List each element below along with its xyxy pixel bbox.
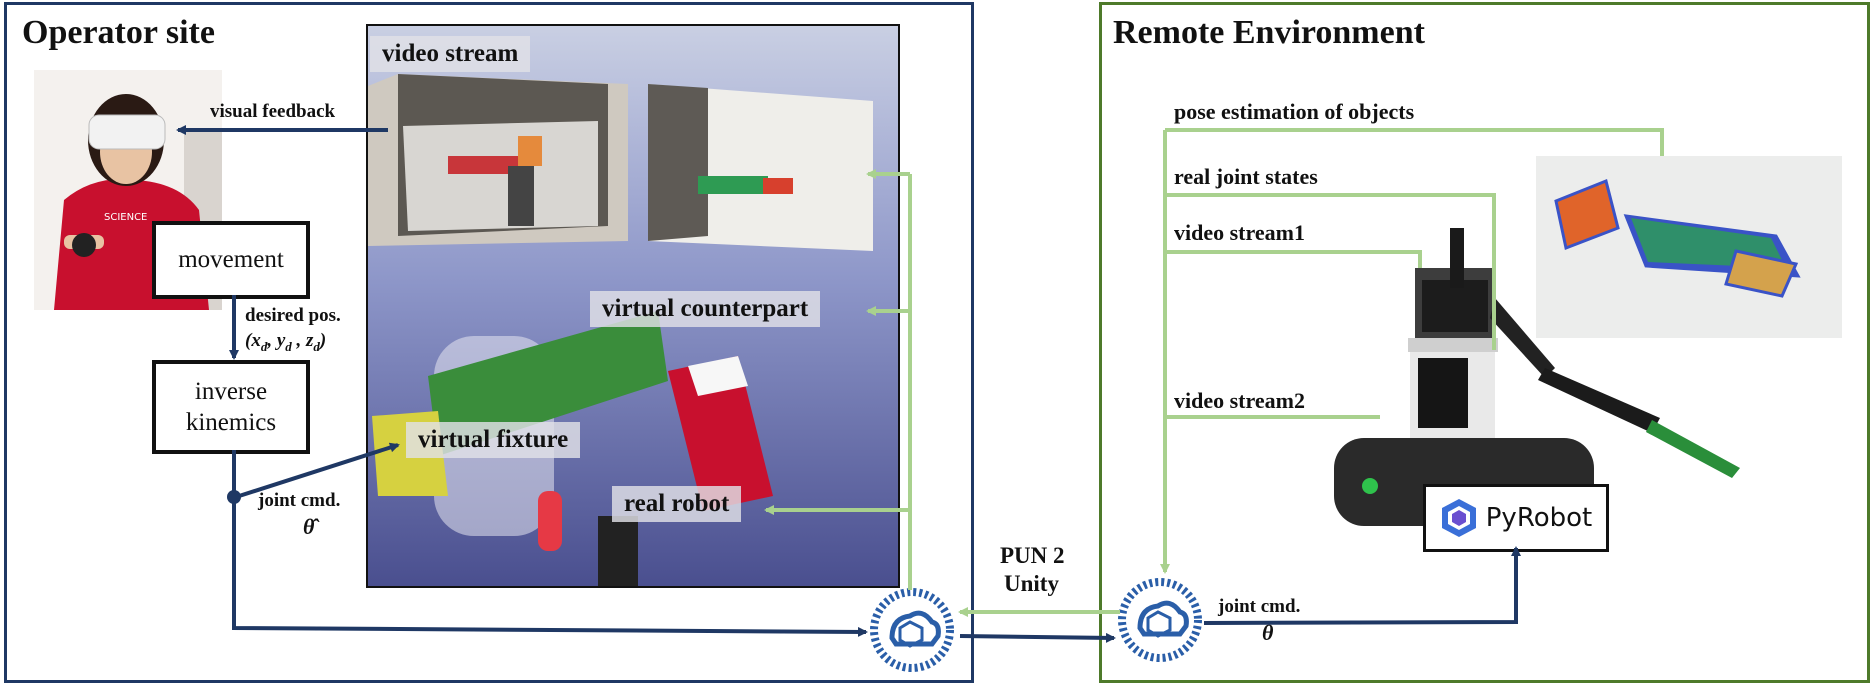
svg-text:SCIENCE: SCIENCE [104, 212, 147, 223]
pun-to-remote-arrow [959, 632, 1116, 643]
real-joint-states-label: real joint states [1174, 164, 1318, 189]
kinemics-label: kinemics [185, 409, 277, 436]
remote-environment-title: Remote Environment [1113, 14, 1425, 51]
pun2-label: PUN 2 [1000, 543, 1065, 568]
inverse-kinematics-box: inverse kinemics [152, 360, 310, 454]
theta-hat-label: θ̂ [303, 514, 315, 539]
pyrobot-label: PyRobot [1485, 503, 1593, 533]
pyrobot-hex-icon [1441, 499, 1476, 537]
pose-estimation-image [1536, 156, 1842, 338]
visual-feedback-label: visual feedback [210, 101, 336, 122]
video-stream2-label: video stream2 [1174, 388, 1305, 413]
inverse-label: inverse [194, 377, 268, 405]
pun-unity-icon-operator [870, 588, 954, 672]
locobot-robot-photo [1330, 228, 1750, 526]
movement-label: movement [178, 246, 284, 274]
virtual-fixture-label: virtual fixture [406, 422, 581, 458]
theta-label: θ [1262, 620, 1274, 645]
virtual-counterpart-label: virtual counterpart [590, 291, 821, 327]
pose-estimation-label: pose estimation of objects [1174, 99, 1415, 124]
joint-cmd-remote-label: joint cmd. [1218, 596, 1301, 617]
joint-cmd-operator-label: joint cmd. [258, 490, 341, 511]
unity-label: Unity [1004, 571, 1059, 596]
pyrobot-logo-box: PyRobot [1423, 484, 1609, 552]
operator-site-panel [4, 2, 974, 683]
real-robot-label: real robot [612, 486, 742, 522]
operator-site-title: Operator site [22, 14, 215, 51]
movement-box: movement [152, 221, 310, 299]
desired-pos-label: desired pos. [245, 305, 341, 326]
virtual-scene-render: video stream virtual counterpart virtual… [366, 24, 900, 588]
remote-environment-panel [1099, 2, 1870, 683]
desired-pos-coords: (xd, yd , zd) [245, 330, 327, 354]
pun-unity-icon-remote [1118, 578, 1202, 662]
video-stream1-label: video stream1 [1174, 220, 1305, 245]
video-stream-label: video stream [370, 36, 531, 72]
